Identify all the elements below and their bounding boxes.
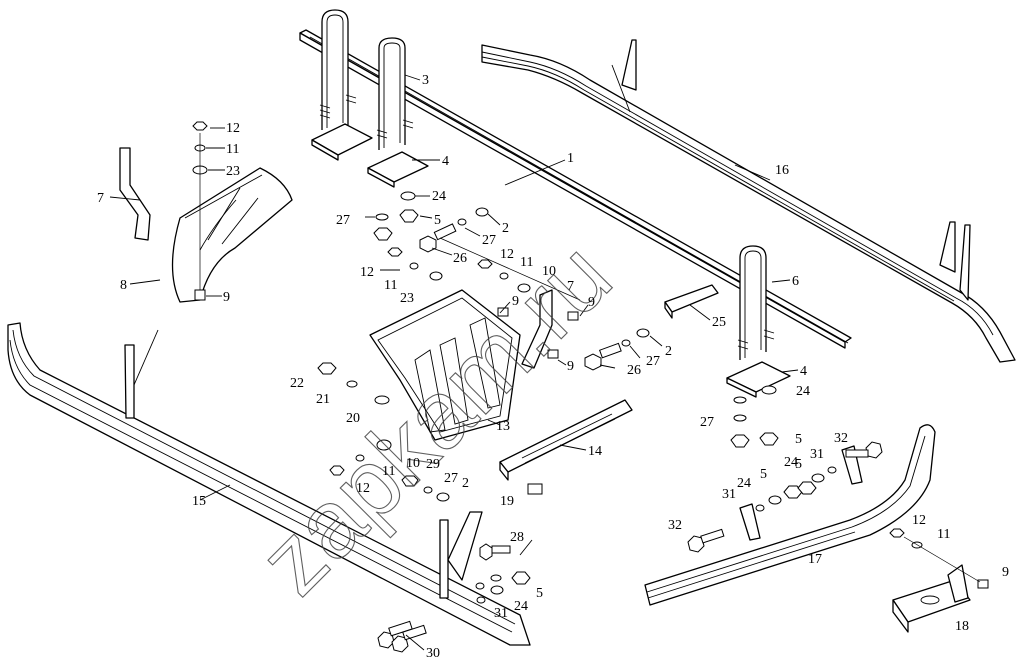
callout-31: 31: [494, 606, 508, 621]
callout-24: 24: [796, 384, 810, 399]
part-14-slotted-strip: [499, 399, 633, 481]
callout-9: 9: [1002, 565, 1009, 580]
callout-10: 10: [542, 264, 556, 279]
callout-26: 26: [627, 363, 641, 378]
callout-24: 24: [784, 455, 798, 470]
hardware: [192, 121, 989, 653]
callout-26: 26: [453, 251, 467, 266]
callout-7: 7: [567, 279, 574, 294]
callout-27: 27: [700, 415, 714, 430]
callout-9: 9: [567, 359, 574, 374]
part-1-cross-beam: [299, 29, 852, 349]
callout-16: 16: [775, 163, 789, 178]
callout-18: 18: [955, 619, 969, 634]
callout-12: 12: [226, 121, 240, 136]
callout-12: 12: [500, 247, 514, 262]
part-7-bracket-left: [119, 147, 151, 241]
callout-30: 30: [426, 646, 440, 661]
callout-11: 11: [520, 255, 533, 270]
callout-15: 15: [192, 494, 206, 509]
callout-5: 5: [536, 586, 543, 601]
callout-24: 24: [514, 599, 528, 614]
part-4-clamp-plates: [311, 123, 791, 398]
part-16-right-rail: [481, 39, 1016, 363]
callout-5: 5: [760, 467, 767, 482]
callout-7: 7: [97, 191, 104, 206]
callout-4: 4: [442, 154, 449, 169]
callout-22: 22: [290, 376, 304, 391]
callout-27: 27: [336, 213, 350, 228]
callout-17: 17: [808, 552, 822, 567]
part-7-bracket-center: [521, 289, 553, 369]
callout-6: 6: [792, 274, 799, 289]
callout-28: 28: [510, 530, 524, 545]
callout-13: 13: [496, 419, 510, 434]
callout-11: 11: [382, 464, 395, 479]
part-25-plate: [664, 284, 719, 319]
callout-27: 27: [646, 354, 660, 369]
part-8-mud-guard: [171, 167, 293, 303]
callout-2: 2: [462, 476, 469, 491]
callout-8: 8: [120, 278, 127, 293]
callout-10: 10: [406, 456, 420, 471]
callout-32: 32: [834, 431, 848, 446]
callout-5: 5: [795, 457, 802, 472]
callout-5: 5: [434, 213, 441, 228]
callout-11: 11: [384, 278, 397, 293]
callout-32: 32: [668, 518, 682, 533]
callout-24: 24: [432, 189, 446, 204]
callout-21: 21: [316, 392, 330, 407]
callout-20: 20: [346, 411, 360, 426]
callout-27: 27: [444, 471, 458, 486]
callout-31: 31: [722, 487, 736, 502]
callout-5: 5: [795, 432, 802, 447]
callout-1: 1: [567, 151, 574, 166]
callout-3: 3: [422, 73, 429, 88]
callout-9: 9: [588, 295, 595, 310]
callout-29: 29: [426, 457, 440, 472]
callout-12: 12: [912, 513, 926, 528]
part-6-u-bolt: [737, 245, 775, 360]
callout-19: 19: [500, 494, 514, 509]
part-17-bottom-rail: [644, 424, 936, 606]
callout-labels: 1 2 2 2 3 4 4 5 5 5 5 5 6 7 7 8 9 9 9 9 …: [97, 73, 1009, 661]
callout-12: 12: [356, 481, 370, 496]
callout-31: 31: [810, 447, 824, 462]
callout-14: 14: [588, 444, 602, 459]
part-13-center-bracket: [369, 289, 521, 441]
callout-23: 23: [226, 164, 240, 179]
part-3-u-bolts: [319, 9, 414, 150]
leader-lines: [109, 74, 799, 651]
callout-2: 2: [665, 344, 672, 359]
callout-9: 9: [223, 290, 230, 305]
callout-4: 4: [800, 364, 807, 379]
callout-23: 23: [400, 291, 414, 306]
callout-11: 11: [226, 142, 239, 157]
callout-24: 24: [737, 476, 751, 491]
callout-27: 27: [482, 233, 496, 248]
callout-25: 25: [712, 315, 726, 330]
callout-2: 2: [502, 221, 509, 236]
callout-12: 12: [360, 265, 374, 280]
callout-11: 11: [937, 527, 950, 542]
callout-9: 9: [512, 294, 519, 309]
part-15-left-rail: [7, 322, 531, 646]
